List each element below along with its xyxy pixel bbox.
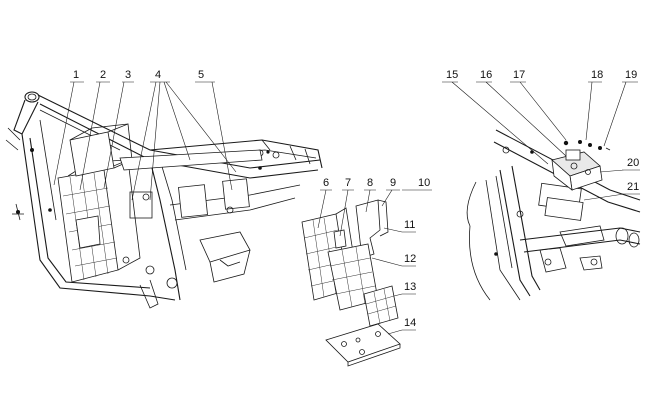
callout-12: 12 <box>404 253 416 265</box>
callout-9: 9 <box>390 177 396 189</box>
callout-13: 13 <box>404 281 416 293</box>
callout-19: 19 <box>625 69 637 81</box>
callout-1: 1 <box>73 69 79 81</box>
callout-21: 21 <box>627 181 639 193</box>
callout-3: 3 <box>125 69 131 81</box>
callout-16: 16 <box>480 69 492 81</box>
exploded-panels <box>301 199 401 367</box>
callout-2: 2 <box>100 69 106 81</box>
callout-18: 18 <box>591 69 603 81</box>
callout-11: 11 <box>404 219 415 231</box>
detail-view-frame <box>466 129 641 301</box>
callout-17: 17 <box>513 69 525 81</box>
callout-20: 20 <box>627 157 639 169</box>
battery-mesh-panel <box>57 159 141 283</box>
part-14-plate <box>325 323 401 363</box>
detail-component-block <box>551 149 603 191</box>
part-13-panel <box>363 285 399 327</box>
callout-15: 15 <box>446 69 458 81</box>
callout-8: 8 <box>367 177 373 189</box>
callout-7: 7 <box>345 177 351 189</box>
middle-callouts: 6 7 8 9 10 11 12 13 14 <box>317 177 432 335</box>
right-callouts: 15 16 17 18 19 20 21 <box>442 69 640 201</box>
callout-6: 6 <box>323 177 329 189</box>
callout-5: 5 <box>198 69 204 81</box>
callout-14: 14 <box>404 317 416 329</box>
callout-10: 10 <box>418 177 430 189</box>
callout-4: 4 <box>155 69 161 81</box>
left-callouts: 1 2 3 4 5 <box>53 69 237 201</box>
main-frame-assembly <box>5 91 323 309</box>
